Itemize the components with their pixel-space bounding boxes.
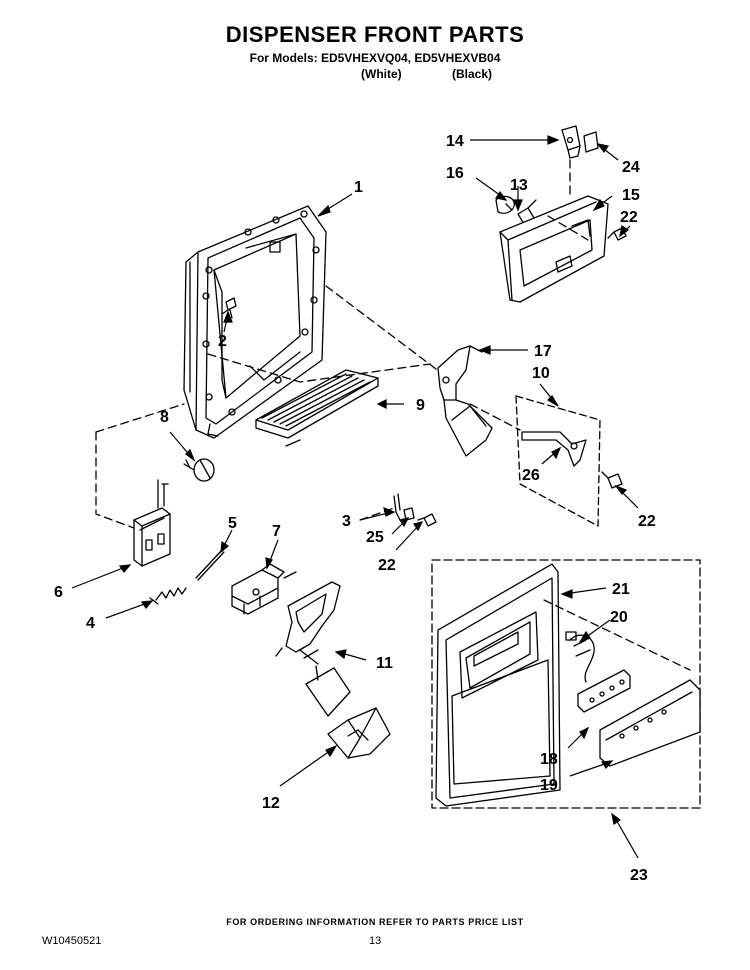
callout-labels: 1 2 3 4 5 6 7 8 9 10 11 12 13 14 15 16 1… [54,133,656,884]
part-1-housing-frame [183,205,327,439]
part-19-overlay [599,679,701,767]
callout-14: 14 [446,133,464,150]
part-22-screw-a [601,471,623,489]
callout-11: 11 [376,655,393,672]
model-numbers: For Models: ED5VHEXVQ04, ED5VHEXVB04 [249,51,501,65]
part-26-lever-arm [521,431,587,467]
callout-2: 2 [218,333,227,350]
callout-24: 24 [622,159,640,176]
document-number: W10450521 [42,935,102,947]
alignment-lines [95,159,691,671]
callout-26: 26 [522,467,540,484]
part-6-switch-module [133,479,171,567]
part-23-console-box [431,559,701,809]
callout-17: 17 [534,343,552,360]
page-title: DISPENSER FRONT PARTS [225,22,525,47]
variant-black-label: (Black) [452,67,493,81]
callout-4: 4 [86,615,95,632]
callout-22-middle: 22 [378,557,396,574]
callout-12: 12 [262,795,280,812]
part-25-label [403,507,415,521]
leader-arrows [71,135,639,859]
part-15-bracket [499,195,609,303]
part-11-ice-lever [275,581,351,717]
part-24-pad [583,131,599,153]
callout-13: 13 [510,177,528,194]
part-17-water-paddle [437,345,493,457]
callout-22-right: 22 [638,513,656,530]
callout-19: 19 [540,777,558,794]
callout-21: 21 [612,581,630,598]
callout-22-top: 22 [620,209,638,226]
ordering-info: FOR ORDERING INFORMATION REFER TO PARTS … [226,917,524,927]
part-22-screw-b [417,513,437,527]
part-18-control-board [577,669,631,713]
callout-15: 15 [622,187,640,204]
page-number: 13 [369,935,382,947]
part-9-drip-tray [255,369,379,447]
variant-white-label: (White) [361,67,402,81]
part-12-ice-chute [327,707,391,759]
callout-5: 5 [228,515,237,532]
part-16-lamp [495,195,515,214]
callout-9: 9 [416,397,425,414]
callout-25: 25 [366,529,384,546]
part-22-screw-c [607,227,627,241]
callout-1: 1 [354,179,363,196]
callout-3: 3 [342,513,351,530]
callout-6: 6 [54,584,63,601]
callout-23: 23 [630,867,648,884]
part-8-actuator [183,458,215,482]
callout-18: 18 [540,751,558,768]
callout-20: 20 [610,609,628,626]
callout-8: 8 [160,409,169,426]
part-4-spring [149,587,187,605]
part-3-clip [393,493,401,521]
callout-16: 16 [446,165,464,182]
part-5-pin [195,549,225,581]
callout-10: 10 [532,365,550,382]
part-20-wire-harness [565,631,595,683]
part-7-lever-hinge [231,563,297,615]
part-2-screw [221,297,237,319]
part-14-clip [561,125,581,159]
callout-7: 7 [272,523,281,540]
part-21-front-panel [435,563,561,807]
part-10-lever-box [515,395,601,527]
